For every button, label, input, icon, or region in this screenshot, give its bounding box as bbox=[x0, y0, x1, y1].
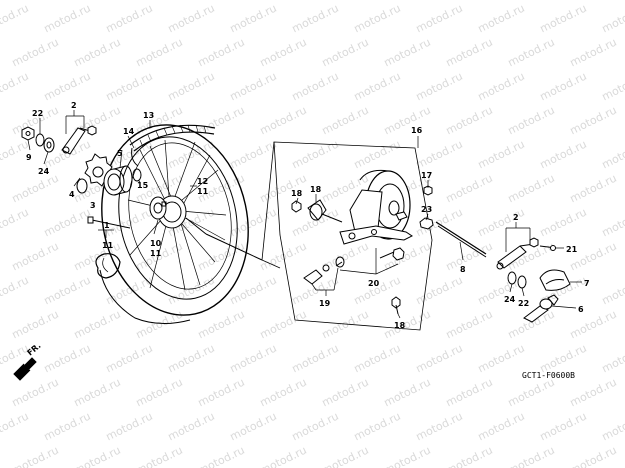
callout-11-a: 11 bbox=[197, 187, 209, 196]
callout-17: 17 bbox=[421, 171, 432, 180]
chain-adjuster-right bbox=[496, 237, 557, 289]
brake-arm bbox=[307, 199, 343, 223]
callout-19: 19 bbox=[319, 299, 331, 308]
leader-lines bbox=[27, 110, 582, 319]
ring-3 bbox=[76, 178, 88, 194]
front-direction-label: FR. bbox=[26, 341, 43, 357]
callout-18-bottom: 18 bbox=[394, 321, 406, 330]
callout-7: 7 bbox=[584, 279, 590, 288]
brake-panel-box bbox=[261, 141, 433, 331]
bolt-1 bbox=[87, 216, 131, 229]
callout-9: 9 bbox=[26, 153, 32, 162]
callout-11-c: 11 bbox=[150, 249, 162, 258]
callout-10: 10 bbox=[150, 239, 162, 248]
callout-2-top: 2 bbox=[71, 101, 77, 110]
front-arrow-icon bbox=[13, 357, 37, 381]
callout-8: 8 bbox=[460, 265, 466, 274]
callout-1: 1 bbox=[104, 221, 110, 230]
callout-labels: 2 22 9 24 4 3 5 14 13 15 12 11 1 11 10 1… bbox=[26, 101, 590, 330]
callout-24-right: 24 bbox=[504, 295, 516, 304]
brake-fasteners bbox=[291, 185, 434, 315]
wheel-assembly bbox=[95, 124, 263, 324]
valve-cap-7 bbox=[539, 269, 571, 291]
callout-14: 14 bbox=[123, 127, 135, 136]
callout-12: 12 bbox=[197, 177, 208, 186]
chain-adjuster-top bbox=[61, 125, 97, 155]
callout-18-left: 18 bbox=[291, 189, 303, 198]
callout-2-right: 2 bbox=[513, 213, 519, 222]
callout-5: 5 bbox=[117, 149, 123, 158]
valve-6 bbox=[523, 294, 559, 323]
callout-23: 23 bbox=[421, 205, 432, 214]
callout-13: 13 bbox=[143, 111, 154, 120]
callout-22-right: 22 bbox=[518, 299, 529, 308]
bearing-15 bbox=[132, 168, 142, 182]
callout-4: 4 bbox=[69, 190, 75, 199]
callout-15: 15 bbox=[137, 181, 149, 190]
callout-6: 6 bbox=[578, 305, 584, 314]
rim-band bbox=[129, 124, 216, 167]
callout-21: 21 bbox=[566, 245, 578, 254]
callout-11-b: 11 bbox=[102, 241, 114, 250]
callout-18-mid: 18 bbox=[310, 185, 322, 194]
axle-8 bbox=[435, 221, 487, 258]
callout-24-top: 24 bbox=[38, 167, 50, 176]
brake-panel bbox=[339, 169, 413, 245]
callout-16: 16 bbox=[411, 126, 423, 135]
callout-22-top: 22 bbox=[32, 109, 43, 118]
diagram-code: GCT1-F0600B bbox=[522, 371, 575, 380]
callout-20: 20 bbox=[368, 279, 380, 288]
axle-nut-stack bbox=[21, 126, 55, 153]
callout-3: 3 bbox=[90, 201, 96, 210]
